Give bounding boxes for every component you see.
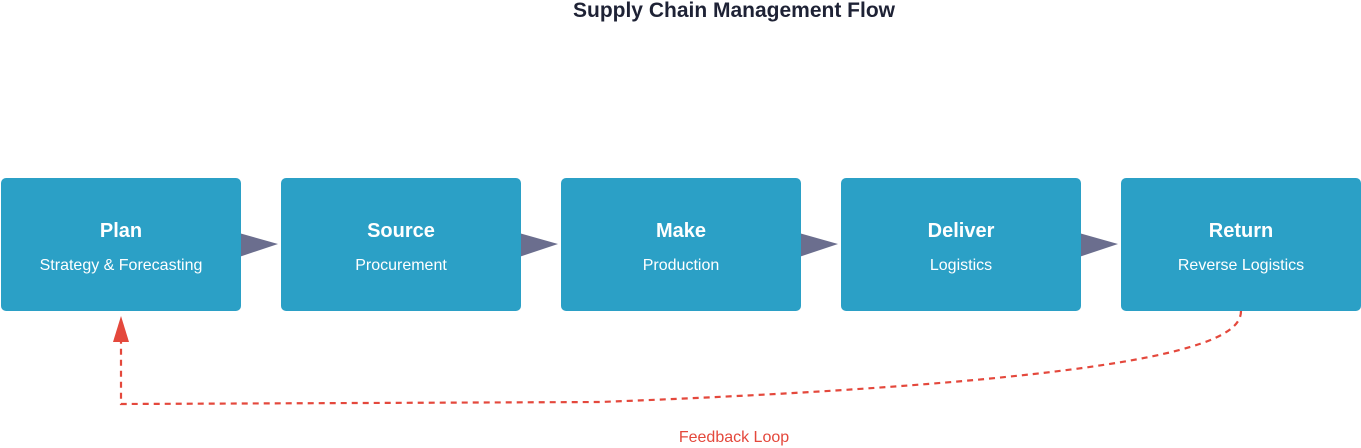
arrow-source-to-make [519,233,558,257]
stage-title: Plan [99,220,143,242]
stage-plan[interactable]: Plan Strategy & Forecasting [1,178,241,311]
feedback-arrowhead [113,316,129,342]
arrow-deliver-to-return [1079,233,1118,257]
stage-title: Return [1208,220,1274,242]
stage-title: Make [655,220,707,242]
stage-make[interactable]: Make Production [561,178,801,311]
stage-title: Deliver [927,220,995,242]
stage-description: Procurement [355,257,447,274]
arrow-plan-to-source [239,233,278,257]
stage-return[interactable]: Return Reverse Logistics [1121,178,1361,311]
stage-title: Source [367,220,435,242]
diagram-title: Supply Chain Management Flow [572,0,896,22]
arrow-make-to-deliver [799,233,838,257]
stage-description: Production [642,257,720,274]
stage-description: Strategy & Forecasting [39,257,203,274]
stage-source[interactable]: Source Procurement [281,178,521,311]
feedback-loop-path [119,310,1243,406]
feedback-loop-label: Feedback Loop [678,429,790,446]
stage-description: Logistics [929,257,993,274]
stage-deliver[interactable]: Deliver Logistics [841,178,1081,311]
stage-description: Reverse Logistics [1177,257,1305,274]
